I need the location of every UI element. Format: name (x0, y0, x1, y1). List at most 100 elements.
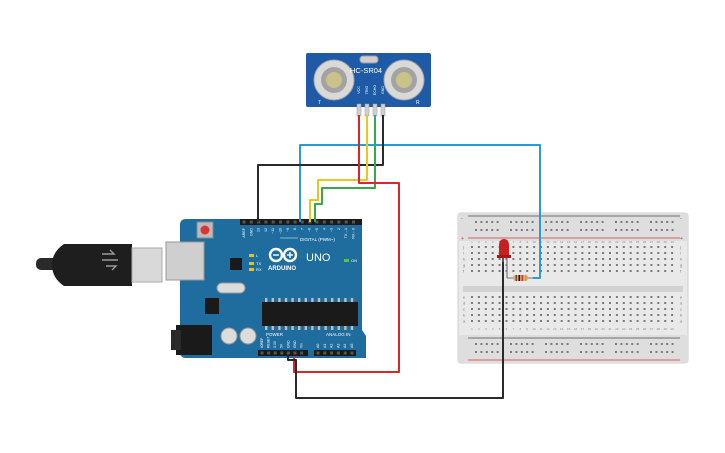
power-pin[interactable] (293, 351, 297, 355)
rail-hole[interactable] (650, 343, 652, 345)
breadboard-hole[interactable] (484, 296, 487, 298)
breadboard-hole[interactable] (622, 314, 625, 316)
rail-hole[interactable] (585, 351, 588, 353)
wire-blue-breadboard[interactable] (299, 144, 541, 279)
rail-hole[interactable] (666, 351, 669, 353)
breadboard-hole[interactable] (650, 302, 653, 304)
breadboard-hole[interactable] (491, 246, 494, 248)
breadboard-hole[interactable] (636, 252, 639, 254)
rail-hole[interactable] (561, 351, 564, 353)
rail-hole[interactable] (636, 343, 639, 345)
breadboard-hole[interactable] (588, 264, 591, 266)
breadboard-hole[interactable] (609, 270, 611, 272)
rail-hole[interactable] (496, 221, 499, 223)
breadboard-hole[interactable] (512, 302, 515, 304)
breadboard-hole[interactable] (505, 296, 508, 298)
breadboard-hole[interactable] (671, 246, 674, 248)
rail-hole[interactable] (601, 351, 604, 353)
breadboard-hole[interactable] (560, 246, 563, 248)
breadboard-hole[interactable] (526, 314, 529, 316)
power-pin[interactable] (286, 351, 290, 355)
breadboard-hole[interactable] (664, 320, 667, 322)
breadboard-hole[interactable] (471, 258, 473, 260)
breadboard-hole[interactable] (602, 308, 605, 310)
rail-hole[interactable] (625, 229, 628, 231)
rail-hole[interactable] (625, 221, 628, 223)
breadboard-hole[interactable] (650, 308, 653, 310)
breadboard-hole[interactable] (588, 320, 591, 322)
led-component[interactable] (497, 239, 511, 278)
breadboard-hole[interactable] (567, 252, 570, 254)
rail-hole[interactable] (585, 221, 588, 223)
breadboard-hole[interactable] (546, 314, 549, 316)
rail-hole[interactable] (515, 229, 518, 231)
breadboard-hole[interactable] (491, 270, 494, 272)
analog-pin[interactable] (316, 351, 320, 355)
breadboard-hole[interactable] (622, 258, 625, 260)
power-pin[interactable] (260, 351, 264, 355)
breadboard-hole[interactable] (636, 314, 639, 316)
breadboard-hole[interactable] (484, 252, 487, 254)
breadboard-hole[interactable] (477, 320, 480, 322)
rail-hole[interactable] (655, 229, 658, 231)
breadboard-hole[interactable] (512, 296, 515, 298)
breadboard-hole[interactable] (574, 320, 577, 322)
breadboard-hole[interactable] (533, 308, 536, 310)
breadboard-hole[interactable] (657, 314, 660, 316)
breadboard-hole[interactable] (595, 320, 598, 322)
breadboard-hole[interactable] (526, 258, 529, 260)
rail-hole[interactable] (580, 221, 582, 223)
breadboard-hole[interactable] (560, 302, 563, 304)
breadboard-hole[interactable] (553, 296, 556, 298)
rail-hole[interactable] (601, 229, 604, 231)
breadboard-hole[interactable] (553, 246, 556, 248)
breadboard-hole[interactable] (664, 308, 667, 310)
breadboard-hole[interactable] (498, 258, 501, 260)
breadboard-hole[interactable] (664, 264, 667, 266)
breadboard-hole[interactable] (519, 302, 522, 304)
breadboard-hole[interactable] (553, 264, 556, 266)
breadboard-hole[interactable] (574, 270, 577, 272)
rail-hole[interactable] (590, 229, 593, 231)
breadboard-hole[interactable] (629, 246, 632, 248)
breadboard-hole[interactable] (588, 258, 591, 260)
breadboard-hole[interactable] (664, 258, 667, 260)
breadboard-hole[interactable] (650, 296, 653, 298)
breadboard-hole[interactable] (664, 246, 667, 248)
rail-hole[interactable] (550, 343, 553, 345)
breadboard-hole[interactable] (595, 258, 598, 260)
breadboard-hole[interactable] (526, 308, 529, 310)
breadboard-hole[interactable] (629, 296, 632, 298)
breadboard-hole[interactable] (643, 258, 646, 260)
rail-hole[interactable] (510, 343, 512, 345)
breadboard-hole[interactable] (650, 252, 653, 254)
breadboard-hole[interactable] (574, 264, 577, 266)
digital-pin[interactable] (279, 220, 282, 224)
rail-hole[interactable] (666, 229, 669, 231)
breadboard-hole[interactable] (657, 246, 660, 248)
breadboard-hole[interactable] (602, 296, 605, 298)
breadboard-hole[interactable] (595, 252, 598, 254)
rail-hole[interactable] (666, 221, 669, 223)
rail-hole[interactable] (510, 229, 512, 231)
digital-pin[interactable] (271, 220, 275, 224)
rail-hole[interactable] (671, 351, 674, 353)
sensor-pin[interactable] (364, 103, 370, 117)
rail-hole[interactable] (475, 343, 477, 345)
breadboard-hole[interactable] (491, 314, 494, 316)
breadboard-hole[interactable] (650, 314, 653, 316)
breadboard-hole[interactable] (526, 246, 529, 248)
rail-hole[interactable] (526, 229, 529, 231)
breadboard-hole[interactable] (546, 270, 549, 272)
breadboard-hole[interactable] (574, 308, 577, 310)
power-pin[interactable] (300, 351, 304, 355)
rail-hole[interactable] (485, 221, 488, 223)
rail-hole[interactable] (580, 351, 582, 353)
breadboard-hole[interactable] (477, 270, 480, 272)
rail-hole[interactable] (636, 229, 639, 231)
breadboard-hole[interactable] (609, 246, 611, 248)
sensor-pin[interactable] (380, 103, 386, 117)
breadboard-hole[interactable] (636, 246, 639, 248)
wire-black-led-gnd[interactable] (287, 256, 504, 399)
breadboard-hole[interactable] (581, 252, 584, 254)
